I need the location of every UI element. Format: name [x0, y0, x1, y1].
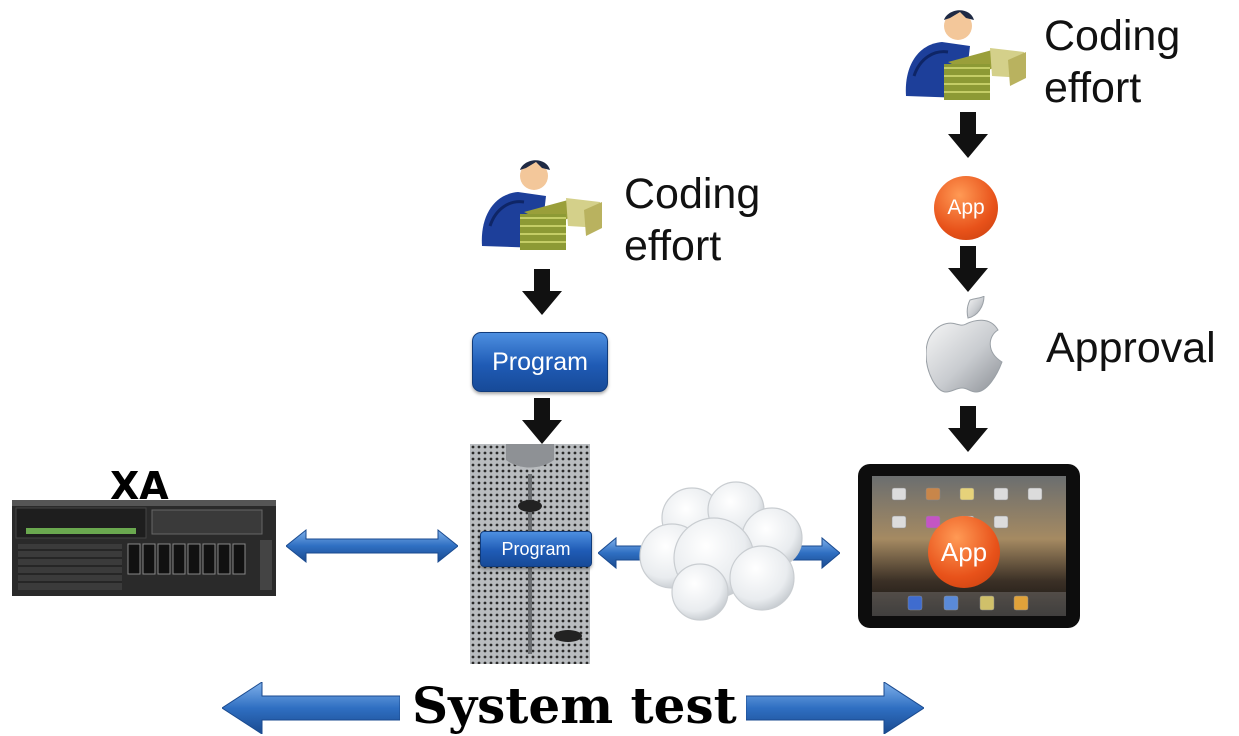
cloud-icon [632, 478, 810, 624]
down-arrow-icon [948, 406, 988, 452]
coding-effort-label-right: Coding effort [1044, 12, 1181, 112]
apple-logo-icon [926, 296, 1008, 394]
down-arrow-icon [522, 268, 562, 316]
coder-figure-right [900, 6, 1030, 106]
program-badge-top: Program [472, 332, 608, 392]
down-arrow-icon [522, 398, 562, 444]
xa-rack-server [12, 500, 276, 596]
app-badge-small: App [934, 176, 998, 240]
system-test-right-arrow [746, 682, 924, 734]
down-arrow-icon [948, 112, 988, 158]
coder-figure-middle [476, 156, 606, 256]
system-test-left-arrow [222, 682, 400, 734]
system-test-label: System test [412, 676, 737, 735]
down-arrow-icon [948, 246, 988, 292]
double-arrow-xa-server [286, 528, 458, 564]
approval-label: Approval [1046, 324, 1216, 372]
coding-effort-label-middle: Coding effort [624, 170, 761, 270]
program-badge-server: Program [480, 531, 592, 567]
app-badge-tablet: App [928, 516, 1000, 588]
